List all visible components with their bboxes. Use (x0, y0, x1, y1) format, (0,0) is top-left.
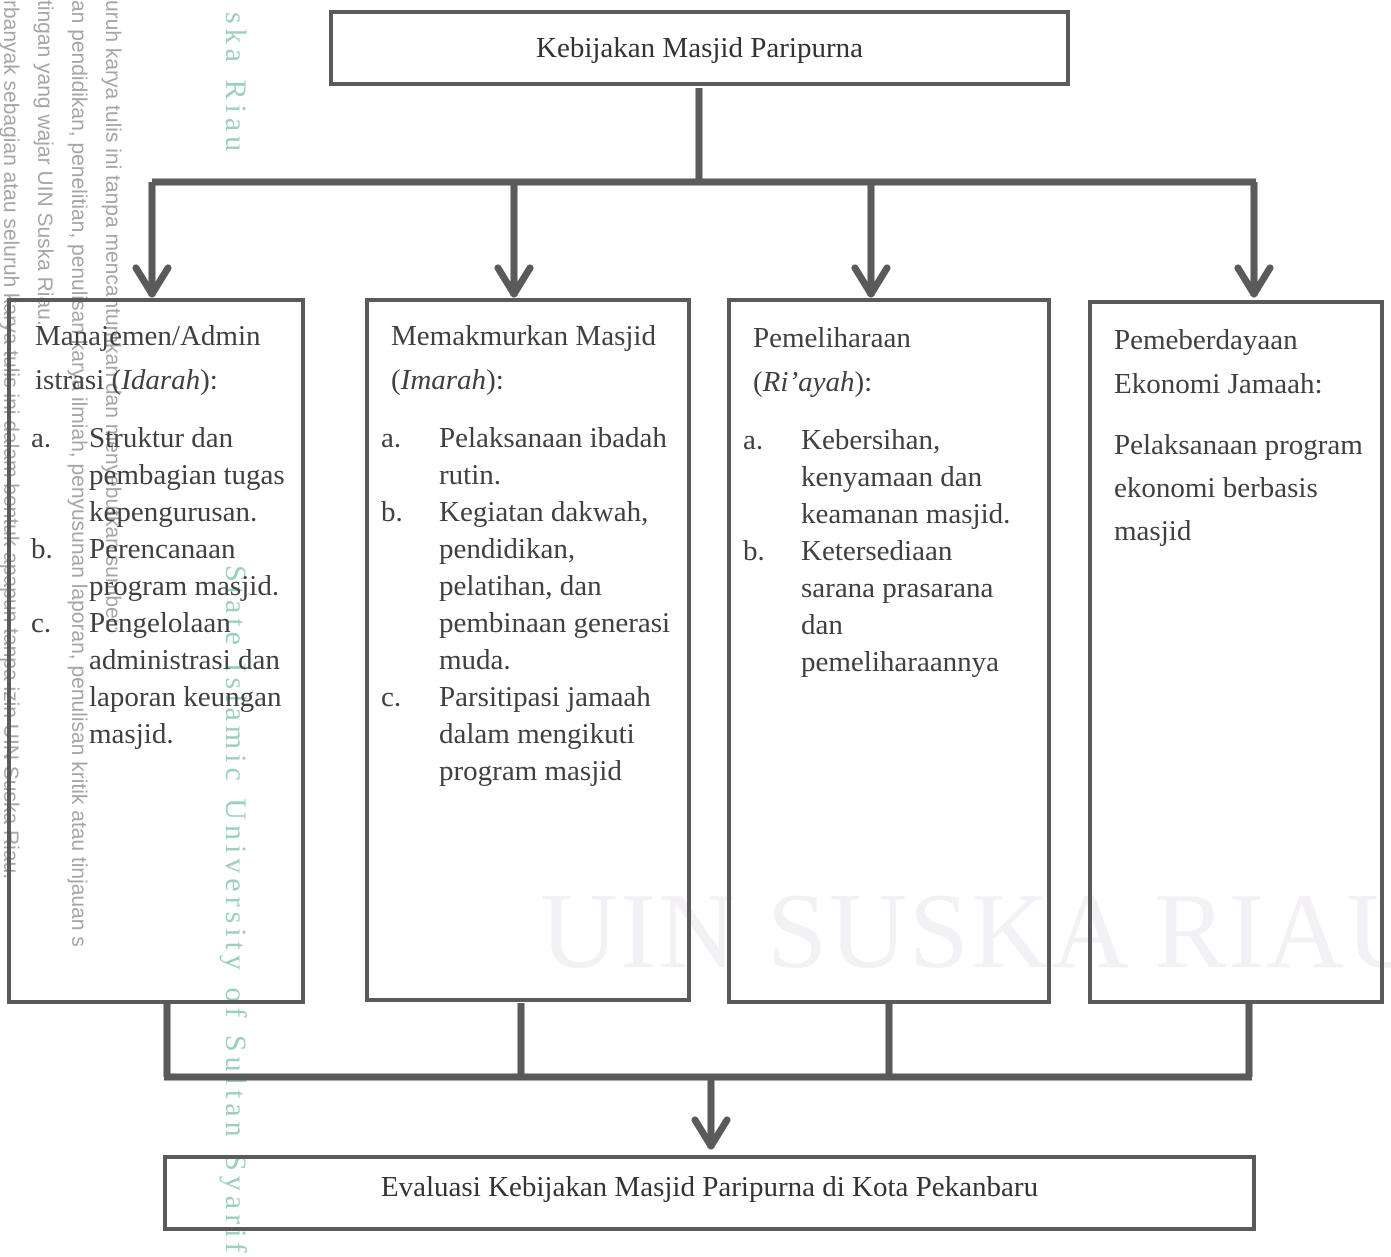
top-policy-label: Kebijakan Masjid Paripurna (536, 31, 863, 64)
bottom-evaluation-box: Evaluasi Kebijakan Masjid Paripurna di K… (163, 1155, 1256, 1231)
list-item: b.Ketersediaan sarana prasarana dan peme… (743, 535, 1000, 678)
column-box-imarah: Memakmurkan Masjid (Imarah): a.Pelaksana… (365, 298, 691, 1002)
column-title-imarah: Memakmurkan Masjid (Imarah): (391, 320, 656, 396)
column-box-ekonomi: Pemeberdayaan Ekonomi Jamaah: Pelaksanaa… (1088, 300, 1384, 1004)
column-body-ekonomi: Pelaksanaan program ekonomi berbasis mas… (1114, 429, 1363, 547)
top-policy-box: Kebijakan Masjid Paripurna (329, 10, 1070, 86)
connector-lines (132, 88, 1274, 1150)
list-item: b.Kegiatan dakwah, pendidikan, pelatihan… (381, 496, 671, 676)
list-item: a.Kebersihan, kenyamaan dan keamanan mas… (743, 424, 1011, 530)
column-title-idarah: Manajemen/Admin istrasi (Idarah): (35, 320, 261, 396)
column-title-ekonomi: Pemeberdayaan Ekonomi Jamaah: (1114, 324, 1323, 400)
column-title-riayah: Pemeliharaan (Ri’ayah): (753, 322, 911, 398)
list-item: c.Parsitipasi jamaah dalam mengikuti pro… (381, 681, 651, 787)
column-box-idarah: Manajemen/Admin istrasi (Idarah): a.Stru… (7, 298, 305, 1004)
list-item: a.Pelaksanaan ibadah rutin. (381, 422, 667, 491)
list-item: a.Struktur dan pembagian tugas kepenguru… (31, 422, 285, 528)
list-item: b.Perencanaan program masjid. (31, 533, 280, 602)
column-box-riayah: Pemeliharaan (Ri’ayah): a.Kebersihan, ke… (727, 298, 1051, 1004)
list-item: c.Pengelolaan administrasi dan laporan k… (31, 607, 282, 750)
bottom-evaluation-label: Evaluasi Kebijakan Masjid Paripurna di K… (380, 1171, 1039, 1203)
